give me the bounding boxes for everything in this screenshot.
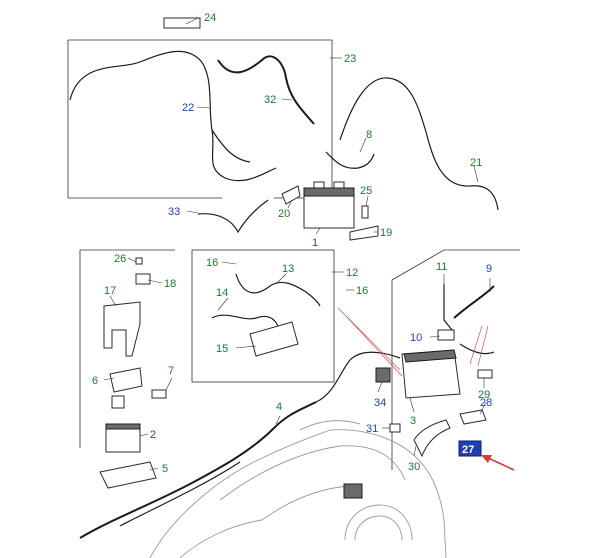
battery-tray-5 bbox=[99, 461, 157, 489]
connector-26 bbox=[135, 257, 143, 265]
clip-24 bbox=[163, 17, 201, 29]
callout-1[interactable]: 1 bbox=[312, 237, 318, 249]
callout-31[interactable]: 31 bbox=[366, 423, 378, 435]
bracket-19 bbox=[349, 225, 379, 241]
harness-4 bbox=[79, 351, 401, 539]
frame-middle-harness-box bbox=[191, 249, 335, 383]
module-3 bbox=[401, 349, 461, 399]
callout-19[interactable]: 19 bbox=[380, 227, 392, 239]
callout-33[interactable]: 33 bbox=[168, 206, 180, 218]
callout-labels: 24 23 22 32 8 21 33 20 25 19 1 26 18 12 … bbox=[92, 12, 492, 475]
bracket-30 bbox=[413, 419, 451, 458]
callout-16-lower[interactable]: 16 bbox=[356, 285, 368, 297]
callout-22[interactable]: 22 bbox=[182, 102, 194, 114]
bracket-28 bbox=[459, 409, 487, 425]
callout-7[interactable]: 7 bbox=[168, 365, 174, 377]
callout-16-upper[interactable]: 16 bbox=[206, 257, 218, 269]
callout-30[interactable]: 30 bbox=[408, 461, 420, 473]
callout-5[interactable]: 5 bbox=[162, 463, 168, 475]
bracket-6 bbox=[109, 367, 143, 409]
callout-4[interactable]: 4 bbox=[276, 401, 282, 413]
frame-right-module-box bbox=[391, 249, 520, 470]
connector-34 bbox=[375, 367, 391, 383]
harness-21 bbox=[339, 77, 499, 211]
callout-11[interactable]: 11 bbox=[436, 261, 447, 273]
callout-18[interactable]: 18 bbox=[164, 278, 176, 290]
callout-13[interactable]: 13 bbox=[282, 263, 294, 275]
callout-17[interactable]: 17 bbox=[104, 285, 116, 297]
fuse-box-vehicle bbox=[343, 483, 363, 499]
harness-9 bbox=[453, 285, 495, 355]
vehicle-outline bbox=[149, 420, 447, 558]
leader-lines bbox=[103, 17, 491, 471]
fastener-25 bbox=[361, 205, 369, 219]
harness-8 bbox=[325, 151, 375, 169]
connector-18 bbox=[135, 273, 151, 285]
callout-10[interactable]: 10 bbox=[410, 332, 422, 344]
callout-27[interactable]: 27 bbox=[462, 444, 474, 456]
harness-22 bbox=[69, 50, 277, 182]
callout-26[interactable]: 26 bbox=[114, 253, 126, 265]
battery-1 bbox=[303, 181, 355, 229]
callout-6[interactable]: 6 bbox=[92, 375, 98, 387]
harness-32 bbox=[217, 55, 315, 125]
control-module-15 bbox=[249, 321, 299, 357]
callout-23[interactable]: 23 bbox=[344, 53, 356, 65]
bracket-17 bbox=[103, 301, 141, 357]
callout-28[interactable]: 28 bbox=[480, 397, 492, 409]
callout-24[interactable]: 24 bbox=[204, 12, 216, 24]
callout-20[interactable]: 20 bbox=[278, 208, 290, 220]
harness-11 bbox=[443, 284, 453, 331]
harness-33 bbox=[197, 199, 269, 234]
red-arrow-icon bbox=[481, 455, 515, 471]
callout-21[interactable]: 21 bbox=[470, 157, 482, 169]
callout-27-highlight[interactable]: 27 bbox=[458, 440, 482, 457]
battery-2 bbox=[105, 423, 141, 453]
callout-25[interactable]: 25 bbox=[360, 185, 372, 197]
callout-32[interactable]: 32 bbox=[264, 94, 276, 106]
callout-2[interactable]: 2 bbox=[150, 429, 156, 441]
frame-left-bracket-box bbox=[79, 249, 175, 448]
callout-9[interactable]: 9 bbox=[486, 263, 492, 275]
connector-10 bbox=[437, 329, 455, 341]
clip-20 bbox=[281, 185, 301, 205]
harness-13 bbox=[211, 273, 321, 327]
frame-upper-harness-box bbox=[67, 39, 333, 199]
callout-29[interactable]: 29 bbox=[478, 389, 490, 401]
callout-15[interactable]: 15 bbox=[216, 343, 228, 355]
callout-8[interactable]: 8 bbox=[366, 129, 372, 141]
callout-3[interactable]: 3 bbox=[410, 415, 416, 427]
callout-12[interactable]: 12 bbox=[346, 267, 358, 279]
callout-34[interactable]: 34 bbox=[374, 397, 386, 409]
connector-29 bbox=[477, 369, 493, 379]
fastener-31 bbox=[389, 423, 401, 433]
connector-7 bbox=[151, 389, 167, 399]
callout-14[interactable]: 14 bbox=[216, 287, 228, 299]
